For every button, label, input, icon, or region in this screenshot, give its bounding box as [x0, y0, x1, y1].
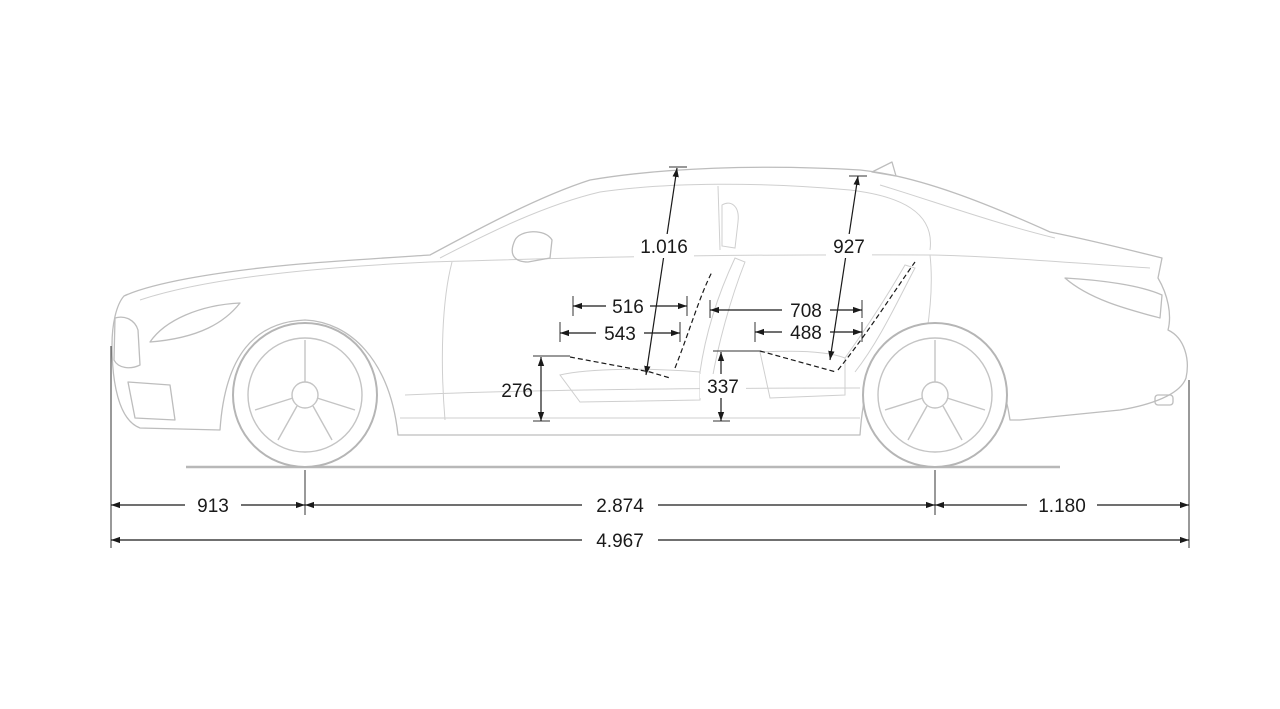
label-front-overhang: 913: [197, 496, 229, 517]
label-rear-overhang: 1.180: [1038, 496, 1086, 517]
rear-wheel: [862, 322, 1008, 468]
label-front-headroom: 1.016: [640, 237, 688, 258]
hood-line: [139, 261, 431, 301]
front-door-line: [441, 261, 453, 421]
b-pillar: [717, 185, 721, 251]
roof-antenna: [871, 161, 897, 177]
front-air-intake: [127, 381, 176, 421]
beltline: [429, 254, 1151, 269]
rear-window-line: [879, 184, 1056, 239]
label-rear-seat-depth: 708: [790, 301, 822, 322]
lower-body-line: [404, 387, 861, 396]
dimension-labels: 913 2.874 1.180 4.967 1.016 927 516 543 …: [185, 234, 1097, 552]
label-overall-length: 4.967: [596, 531, 644, 552]
greenhouse-line: [439, 183, 931, 259]
front-wheel: [232, 322, 378, 468]
rear-seat: [759, 264, 916, 399]
front-grille: [113, 316, 141, 369]
side-mirror: [511, 231, 553, 263]
front-headrest: [721, 202, 739, 249]
headlight: [149, 302, 241, 343]
label-wheelbase: 2.874: [596, 496, 644, 517]
car-body-outline: [111, 166, 1188, 436]
label-rear-seat-height: 337: [707, 377, 739, 398]
label-rear-headroom: 927: [833, 237, 865, 258]
label-front-seat-depth: 516: [612, 297, 644, 318]
taillight: [1064, 277, 1163, 319]
label-rear-legroom: 488: [790, 323, 822, 344]
dim-line-front-headroom: [644, 167, 679, 376]
car-side-view: [111, 161, 1188, 469]
exhaust-tip: [1154, 394, 1174, 406]
label-front-legroom: 543: [604, 324, 636, 345]
label-front-seat-height: 276: [501, 381, 533, 402]
